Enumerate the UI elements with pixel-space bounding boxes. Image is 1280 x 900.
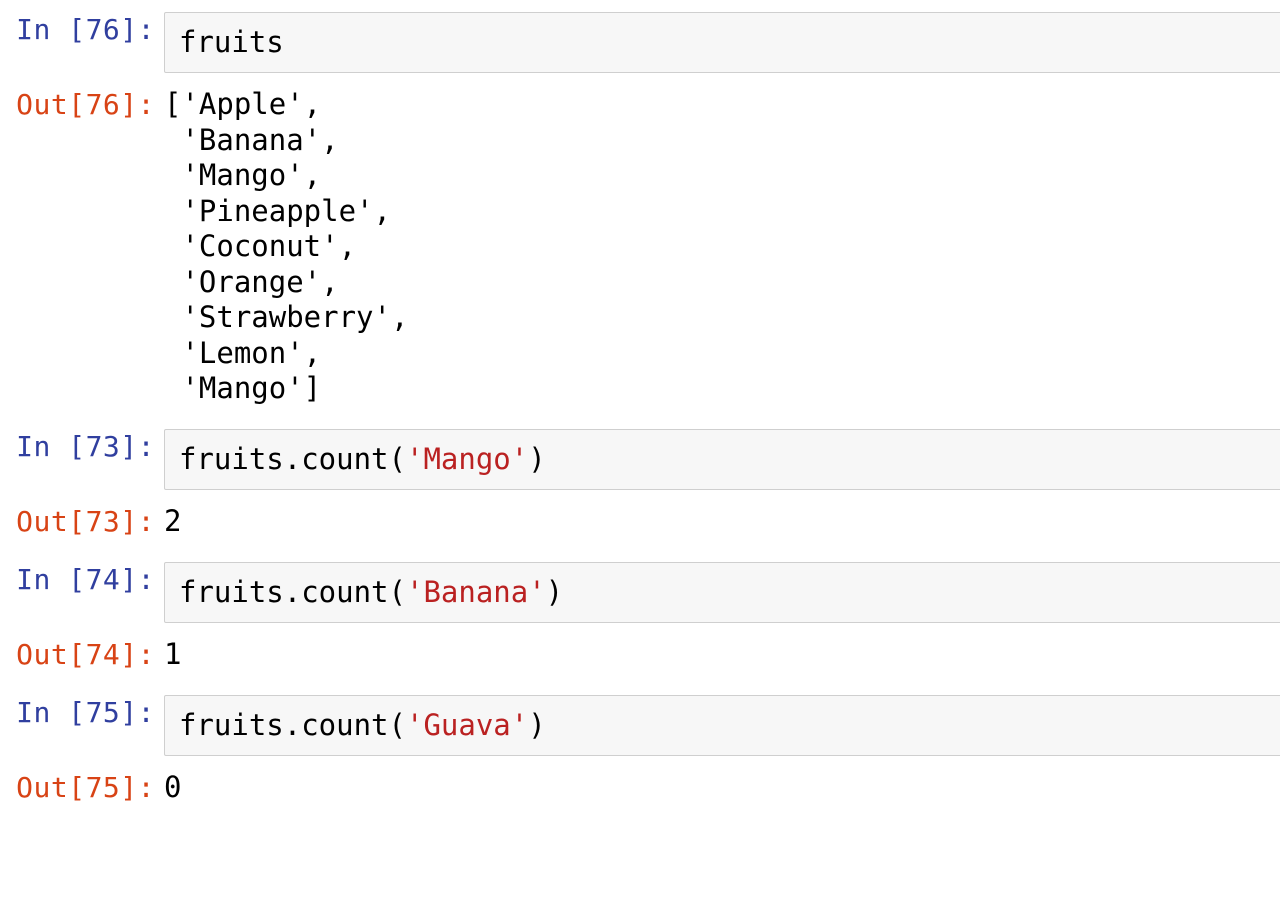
code-token-plain: ) [545,574,564,609]
code-token-plain: ) [528,441,546,476]
out-prompt: Out[75]: [16,770,155,804]
output-line: 'Coconut', [164,229,357,263]
code-token-string: 'Mango' [405,441,529,476]
output-line: 'Pineapple', [164,193,391,228]
in-prompt: In [75]: [16,695,155,729]
cell-input-row: In [74]: fruits.count('Banana') [0,561,1280,623]
output-line: 'Orange', [164,264,339,299]
output-area: ['Apple', 'Banana', 'Mango', 'Pineapple'… [164,87,1280,407]
output-line: 'Strawberry', [164,300,409,334]
output-line: 'Banana', [164,122,339,157]
cell-input-row: In [76]: fruits [0,12,1280,73]
code-line[interactable]: fruits.count('Banana') [179,575,1280,610]
output-area: 0 [164,770,1280,806]
cell-input-row: In [73]: fruits.count('Mango') [0,428,1280,490]
code-input-area[interactable]: fruits.count('Mango') [164,428,1280,490]
out-prompt: Out[76]: [16,88,155,121]
output-area: 2 [164,504,1280,540]
code-line[interactable]: fruits.count('Guava') [179,708,1280,743]
cell-output-row: Out[74]: 1 [0,637,1280,673]
output-line: ['Apple', [164,87,322,121]
notebook-cell[interactable]: In [74]: fruits.count('Banana') Out[74]:… [0,561,1280,673]
code-token-plain: ) [528,707,546,742]
output-line: 2 [164,503,182,538]
notebook-cell[interactable]: In [75]: fruits.count('Guava') Out[75]: … [0,694,1280,806]
output-area: 1 [164,637,1280,673]
code-input-area[interactable]: fruits.count('Banana') [164,561,1280,623]
code-token-string: 'Guava' [405,707,529,742]
in-prompt: In [76]: [16,13,155,46]
code-input-area[interactable]: fruits [164,12,1280,73]
code-token-plain: fruits.count( [179,574,406,609]
out-prompt: Out[73]: [16,504,155,538]
in-prompt: In [73]: [16,429,155,463]
cell-output-row: Out[76]: ['Apple', 'Banana', 'Mango', 'P… [0,87,1280,407]
code-token-plain: fruits.count( [179,707,406,742]
notebook-cell[interactable]: In [76]: fruits Out[76]: ['Apple', 'Bana… [0,12,1280,407]
notebook-cell[interactable]: In [73]: fruits.count('Mango') Out[73]: … [0,428,1280,540]
code-input-area[interactable]: fruits.count('Guava') [164,694,1280,756]
code-token-plain: fruits [179,25,284,59]
output-line: 'Mango'] [164,371,322,405]
cell-input-row: In [75]: fruits.count('Guava') [0,694,1280,756]
output-line: 'Lemon', [164,335,322,370]
out-prompt: Out[74]: [16,637,155,671]
in-prompt: In [74]: [16,562,155,596]
code-line[interactable]: fruits [179,25,1280,60]
code-token-plain: fruits.count( [179,441,406,476]
output-line: 1 [164,636,182,671]
code-token-string: 'Banana' [405,574,546,609]
output-line: 'Mango', [164,158,322,192]
code-line[interactable]: fruits.count('Mango') [179,442,1280,477]
cell-output-row: Out[75]: 0 [0,770,1280,806]
output-line: 0 [164,769,182,804]
cell-output-row: Out[73]: 2 [0,504,1280,540]
